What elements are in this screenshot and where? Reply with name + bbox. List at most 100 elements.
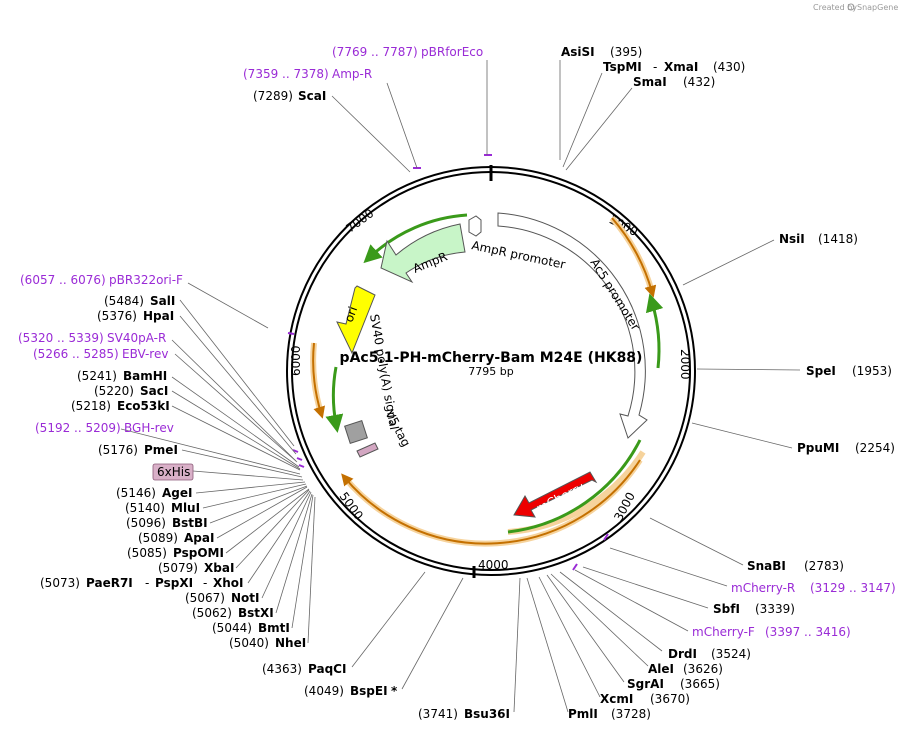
site-ppumi-name: PpuMI: [797, 441, 839, 455]
orf-arc-green-left: [325, 366, 344, 433]
site-bamhi-pos: (5241): [77, 369, 117, 383]
site-ppumi-pos: (2254): [855, 441, 895, 455]
site-sali-pos: (5484): [104, 294, 144, 308]
top-connectors: [331, 60, 633, 173]
site-bspei-pos: (4049): [304, 684, 344, 698]
site-scai-name: ScaI: [298, 89, 326, 103]
tick-4000: 4000: [478, 558, 509, 572]
tick-3000: 3000: [611, 490, 638, 524]
primer-bgh-rev-pos: (5192 .. 5209): [35, 421, 121, 435]
site-nsii-name: NsiI: [779, 232, 805, 246]
orf-arc-left: [312, 342, 325, 419]
orf-arc-green-right: [645, 293, 664, 369]
primer-ampr-pos: (7359 .. 7378): [243, 67, 329, 81]
primer-pbrforeco-name: pBRforEco: [421, 45, 483, 59]
site-paer7i-dash1: -: [145, 576, 149, 590]
primer-sv40pa-r-pos: (5320 .. 5339): [18, 331, 104, 345]
site-sgrai-pos: (3665): [680, 677, 720, 691]
site-smai-name: SmaI: [633, 75, 667, 89]
orf-arc-bottom: [341, 459, 641, 545]
credit-brand: SnapGene: [857, 3, 898, 12]
primer-ampr-name: Amp-R: [332, 67, 372, 81]
site-sgrai-name: SgrAI: [627, 677, 664, 691]
ori-label: ori: [342, 305, 360, 324]
site-bmti-name: BmtI: [258, 621, 290, 635]
site-pmei-pos: (5176): [98, 443, 138, 457]
primer-pbr322ori-name: pBR322ori-F: [109, 273, 183, 287]
right-labels: NsiI (1418) SpeI (1953) PpuMI (2254) Sna…: [568, 232, 896, 721]
site-hpai-pos: (5376): [97, 309, 137, 323]
site-paqci-name: PaqCI: [308, 662, 346, 676]
site-pspomi-pos: (5085): [127, 546, 167, 560]
site-pmli-name: PmlI: [568, 707, 598, 721]
site-pspomi-name: PspOMI: [173, 546, 224, 560]
primer-ebv-rev-pos: (5266 .. 5285): [33, 347, 119, 361]
primer-mcherry-r-pos: (3129 .. 3147): [810, 581, 896, 595]
site-tspmi-dash: -: [653, 60, 657, 74]
site-nsii-pos: (1418): [818, 232, 858, 246]
site-agei-name: AgeI: [162, 486, 192, 500]
ori-arrow: [336, 285, 376, 355]
site-bstxi-name: BstXI: [238, 606, 274, 620]
site-bstbi-name: BstBI: [172, 516, 208, 530]
site-snabi-name: SnaBI: [747, 559, 786, 573]
his-tag-box: [152, 463, 194, 481]
site-asisi-name: AsiSI: [561, 45, 595, 59]
site-pspxi-name: PspXI: [155, 576, 193, 590]
site-eco53ki-pos: (5218): [71, 399, 111, 413]
mcherry-orf-arc: [507, 439, 642, 534]
primer-mcherry-r-name: mCherry-R: [731, 581, 795, 595]
orf-arc-1: [611, 217, 657, 298]
site-scai-pos: (7289): [253, 89, 293, 103]
site-mlui-name: MluI: [171, 501, 200, 515]
site-drdi-name: DrdI: [668, 647, 697, 661]
site-apai-pos: (5089): [138, 531, 178, 545]
site-xcmi-name: XcmI: [600, 692, 633, 706]
site-alei-name: AleI: [648, 662, 674, 676]
site-bsu36i-name: Bsu36I: [464, 707, 510, 721]
bottom-connectors: [351, 571, 464, 690]
primer-sv40pa-r-name: SV40pA-R: [107, 331, 166, 345]
ac5-promoter-arrow: [497, 212, 648, 439]
site-tspmi-name: TspMI: [603, 60, 642, 74]
primer-marks: [287, 154, 609, 571]
ac5-promoter-label: Ac5 promoter: [587, 256, 642, 333]
tick-2000: 2000: [678, 349, 692, 380]
primer-pbr322ori-pos: (6057 .. 6076): [20, 273, 106, 287]
site-sbfi-pos: (3339): [755, 602, 795, 616]
mcherry-arrow: [513, 471, 598, 518]
site-saci-pos: (5220): [94, 384, 134, 398]
site-paer7i-dash2: -: [203, 576, 207, 590]
tick-7000: 7000: [344, 206, 377, 235]
site-alei-pos: (3626): [683, 662, 723, 676]
site-noti-name: NotI: [231, 591, 260, 605]
snapgene-credit: Created by SnapGene: [813, 3, 898, 12]
tick-6000: 6000: [289, 345, 303, 376]
site-spei-pos: (1953): [852, 364, 892, 378]
ampr-promoter-label: AmpR promoter: [470, 238, 566, 272]
primer-ebv-rev-name: EBV-rev: [122, 347, 168, 361]
site-bspei-name: BspEI: [350, 684, 388, 698]
v5-tag-box: [356, 442, 379, 458]
primer-bgh-rev-name: BGH-rev: [124, 421, 174, 435]
credit-text: Created by: [813, 3, 857, 12]
site-snabi-pos: (2783): [804, 559, 844, 573]
site-tspmi-pos: (430): [713, 60, 745, 74]
plasmid-size: 7795 bp: [468, 365, 513, 378]
site-xbai-name: XbaI: [204, 561, 234, 575]
site-bsu36i-pos: (3741): [418, 707, 458, 721]
site-pmei-name: PmeI: [144, 443, 178, 457]
site-nhei-pos: (5040): [229, 636, 269, 650]
primer-pbrforeco-pos: (7769 .. 7787): [332, 45, 418, 59]
his-tag-label: 6xHis: [157, 465, 190, 479]
site-saci-name: SacI: [140, 384, 168, 398]
left-labels: (6057 .. 6076) pBR322ori-F (5484) SalI (…: [18, 273, 306, 650]
site-sali-name: SalI: [150, 294, 175, 308]
site-hpai-name: HpaI: [143, 309, 174, 323]
snapgene-logo-icon: [847, 3, 855, 11]
site-noti-pos: (5067): [185, 591, 225, 605]
plasmid-name: pAc5.1-PH-mCherry-Bam M24E (HK88): [340, 350, 643, 366]
site-smai-pos: (432): [683, 75, 715, 89]
ampr-promoter-arrow: [468, 215, 482, 237]
site-drdi-pos: (3524): [711, 647, 751, 661]
